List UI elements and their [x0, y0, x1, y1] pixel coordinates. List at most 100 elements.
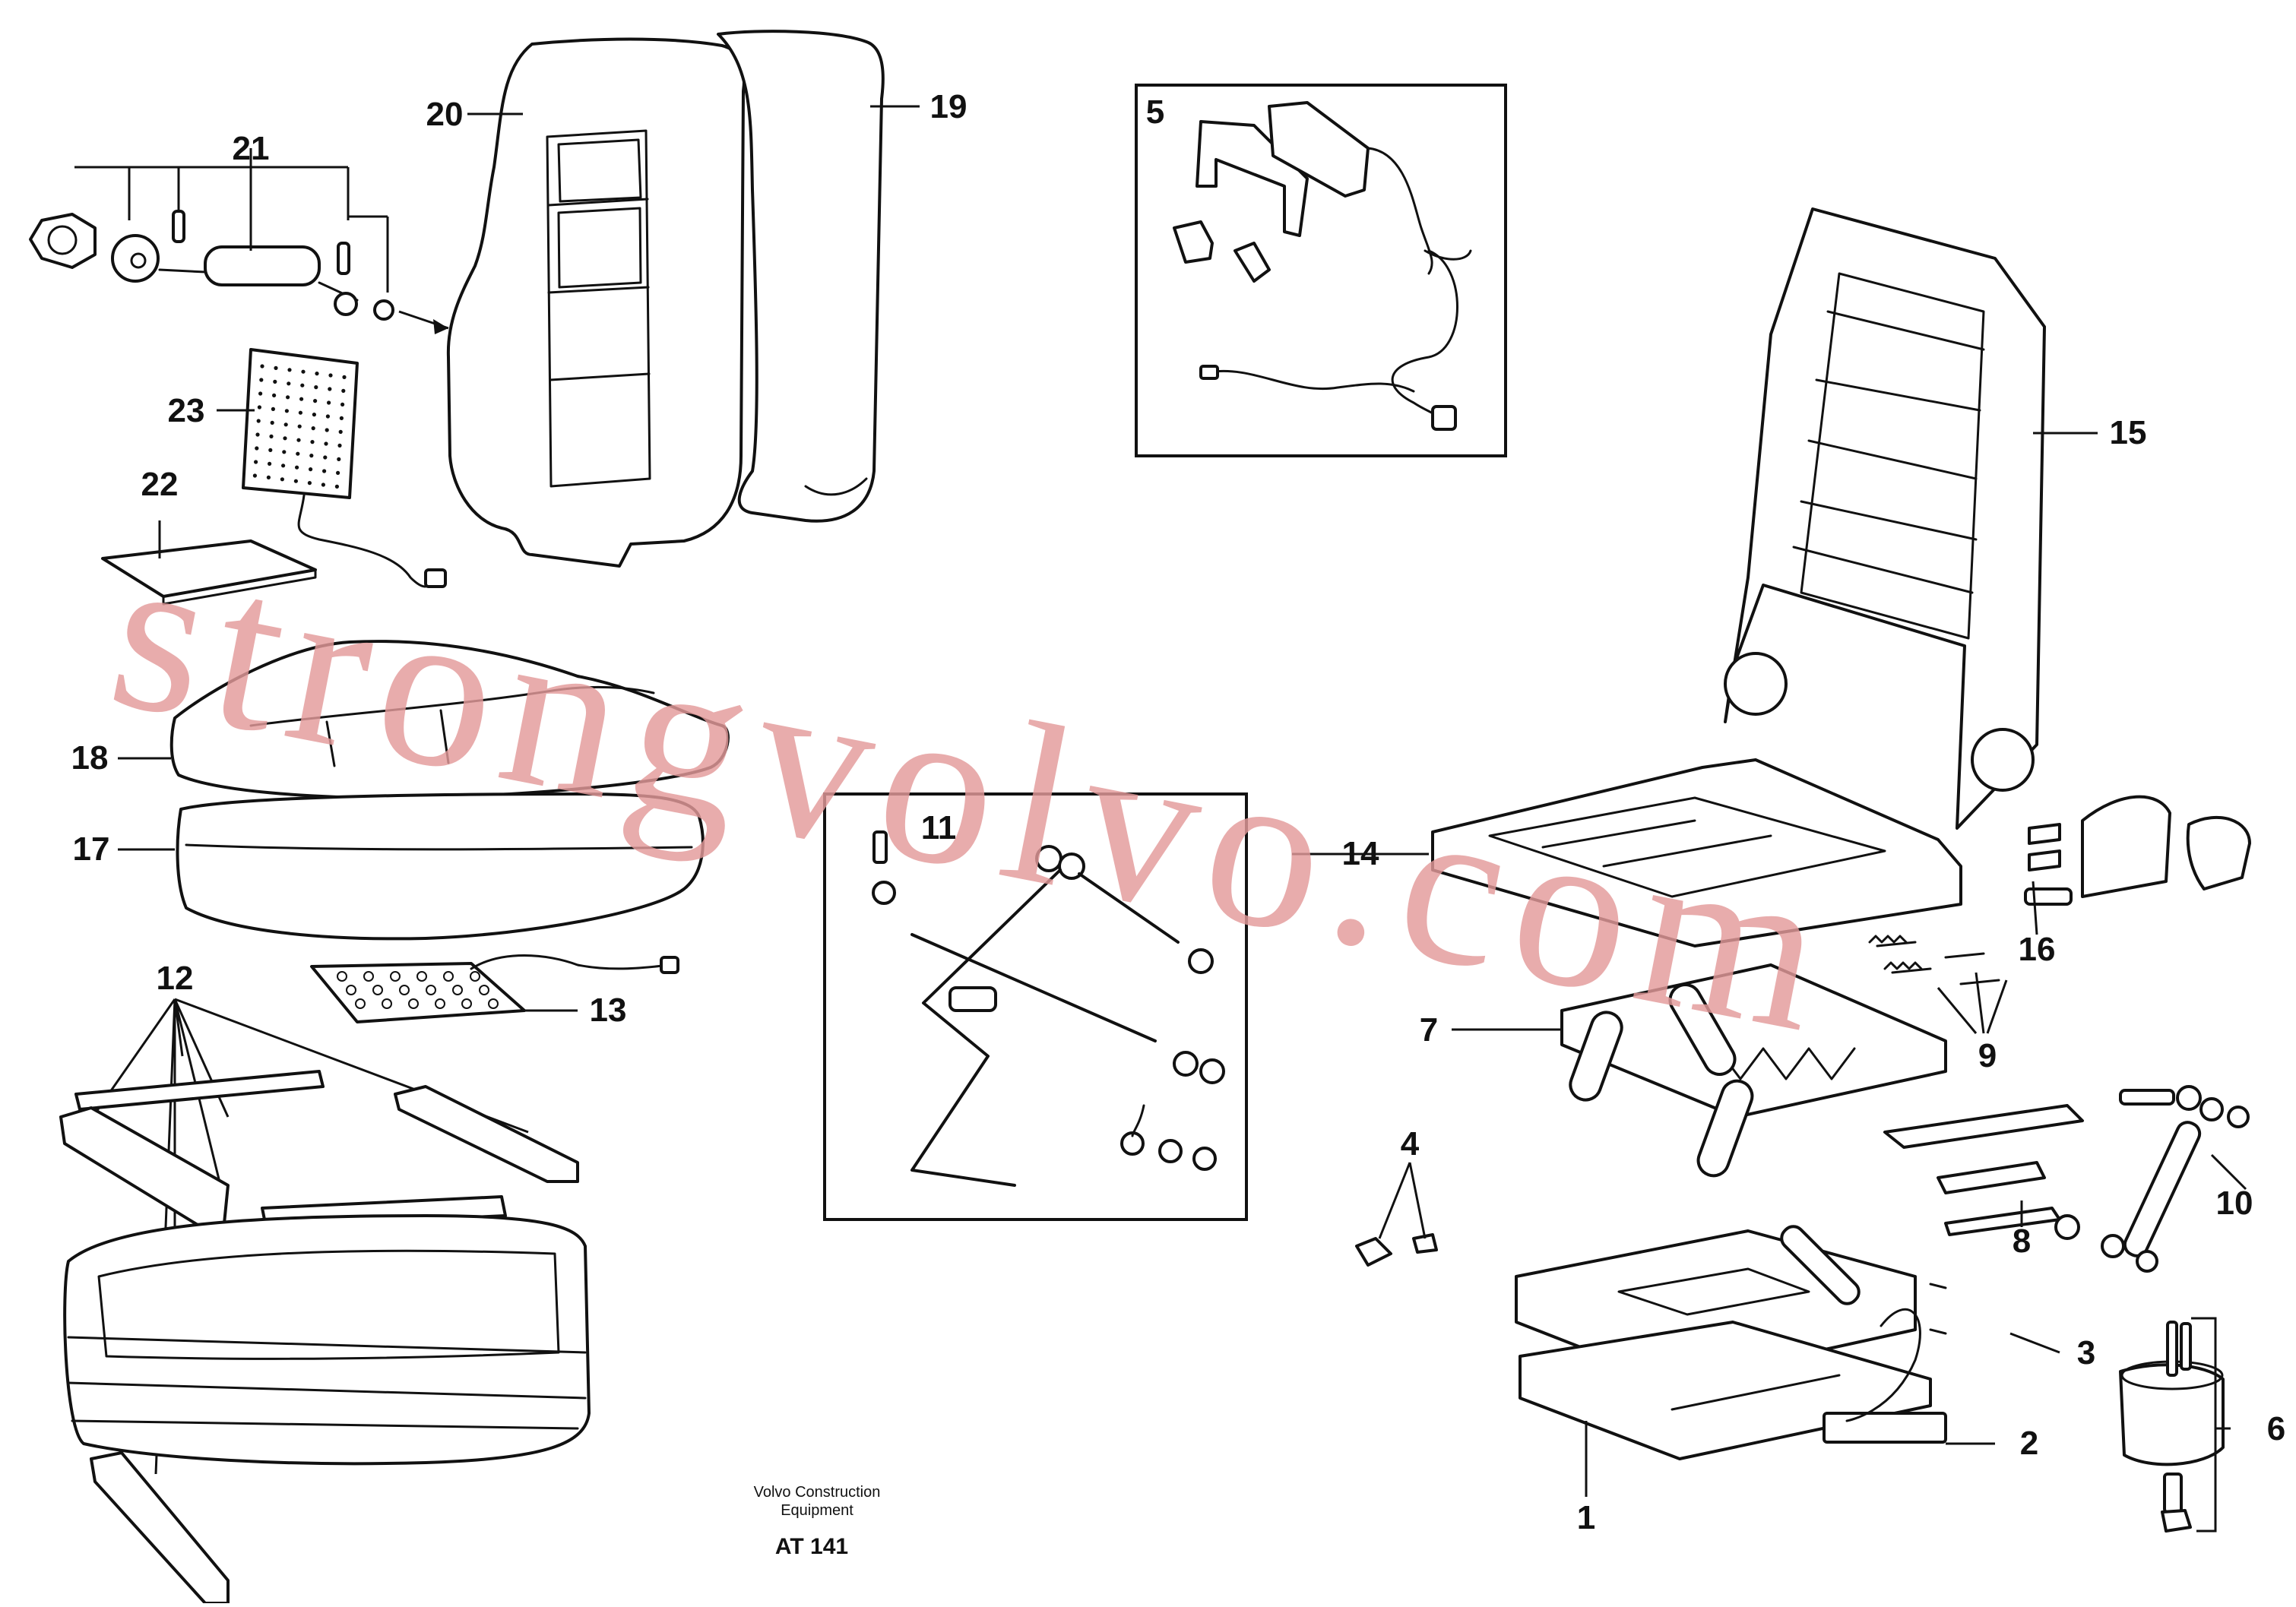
backrest-cushion-front [446, 37, 746, 568]
heater-dot [408, 998, 419, 1009]
heater-dot [293, 479, 298, 483]
heater-dot [274, 365, 278, 370]
callout-17: 17 [73, 830, 110, 868]
heater-dot [299, 397, 304, 401]
heater-dot [336, 470, 340, 476]
heater-dot [322, 469, 327, 473]
slide-rails [1883, 1085, 2250, 1273]
heater-dot [255, 432, 260, 437]
heater-dot [309, 467, 313, 472]
caption-line-1: Volvo Construction [754, 1484, 881, 1501]
heater-dot [399, 985, 410, 995]
heater-dot [259, 378, 264, 382]
suspension-bellows-and-rails [59, 998, 591, 1605]
heater-dot [266, 475, 271, 480]
heater-dot [260, 364, 264, 369]
callout-10: 10 [2216, 1185, 2253, 1222]
heater-dot [355, 998, 366, 1009]
heater-dot [324, 441, 328, 446]
heater-dot [297, 424, 302, 429]
callout-2: 2 [2020, 1425, 2038, 1462]
heater-dot [298, 410, 302, 415]
caption-block: Volvo Construction Equipment AT 141 [754, 1484, 881, 1559]
heater-dot [280, 477, 284, 482]
heater-dot [313, 399, 318, 403]
heater-dot [287, 381, 291, 386]
side-cover-kit [2024, 795, 2251, 906]
height-adjust-mechanism [1560, 935, 2000, 1178]
heater-dot [461, 998, 472, 1009]
callout-16: 16 [2019, 931, 2056, 968]
heater-dot [346, 985, 356, 995]
heater-dot [296, 438, 301, 442]
seat-frame [1431, 758, 1962, 947]
heater-dot [311, 426, 315, 431]
heater-dot [269, 434, 274, 439]
heater-dot [315, 372, 319, 376]
callout-6: 6 [2267, 1410, 2285, 1447]
heater-dot [301, 369, 306, 374]
heater-dot [307, 481, 312, 486]
heater-dot [286, 395, 290, 400]
heater-dot [309, 454, 314, 458]
backrest-frame [1724, 207, 2046, 830]
heater-dot [341, 388, 346, 393]
callout-15: 15 [2110, 414, 2147, 451]
heater-dot [273, 379, 277, 384]
air-spring [2119, 1317, 2231, 1533]
heater-dot [337, 457, 341, 462]
heater-dot [426, 985, 436, 995]
heater-dot [314, 385, 318, 390]
callout-3: 3 [2077, 1334, 2095, 1371]
caption-line-2: Equipment [781, 1502, 853, 1519]
leader-lines [118, 105, 2247, 1497]
heater-dot [337, 971, 347, 982]
switch-and-wiring-kit [1173, 101, 1472, 431]
callout-21: 21 [233, 130, 270, 167]
heater-dot [270, 420, 274, 425]
callout-11: 11 [921, 809, 957, 846]
callout-14: 14 [1342, 835, 1379, 872]
callout-12: 12 [157, 960, 194, 997]
heater-dot [339, 416, 344, 421]
heater-dot [283, 422, 288, 427]
callout-8: 8 [2013, 1223, 2031, 1260]
heater-dot [479, 985, 489, 995]
heater-dot [416, 971, 427, 982]
heater-dot [363, 971, 374, 982]
heater-dot [382, 998, 392, 1009]
heater-dot [328, 387, 332, 391]
callout-1: 1 [1577, 1499, 1595, 1536]
backrest-cushion-rear [717, 30, 885, 523]
detail-box-11 [823, 792, 1248, 1221]
heater-dot [310, 440, 315, 444]
heater-dot [312, 413, 316, 417]
heater-dot [255, 446, 259, 451]
drawing-code: AT 141 [775, 1534, 848, 1559]
heater-dot [328, 373, 333, 378]
heater-dot [284, 409, 289, 413]
heater-dot [252, 473, 257, 478]
seat-cushion [169, 640, 730, 941]
heater-dot [334, 484, 339, 489]
heater-dot [323, 455, 328, 460]
heater-dot [300, 383, 305, 388]
heater-dot [268, 461, 272, 467]
callout-5: 5 [1146, 93, 1164, 131]
callout-4: 4 [1401, 1125, 1420, 1163]
callout-18: 18 [71, 739, 109, 777]
heater-dot [321, 482, 325, 487]
heater-dot [470, 971, 480, 982]
detail-box-5 [1135, 84, 1507, 457]
heater-dot [272, 393, 277, 398]
heater-dot [296, 451, 300, 456]
heater-dot [342, 375, 347, 379]
suspension-linkage [872, 830, 1225, 1187]
heater-dot [327, 400, 331, 405]
suspension-base [1515, 1225, 1947, 1460]
heater-dot [256, 419, 261, 423]
heater-dot [257, 405, 261, 410]
heater-dot [325, 428, 329, 432]
clip-parts [1355, 1233, 1438, 1267]
